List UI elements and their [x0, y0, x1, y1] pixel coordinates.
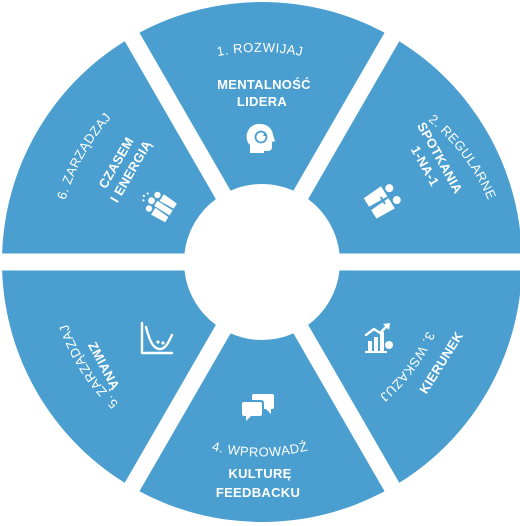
segment-1-mentality: 1. ROZWIJAJ MENTALNOŚĆ LIDERA — [215, 40, 311, 153]
segment-4-bold-line-2: FEEDBACKU — [216, 485, 300, 500]
two-people-icon — [363, 184, 401, 219]
segment-1-bold-line-2: LIDERA — [237, 94, 287, 109]
wheel-segment-2 — [308, 41, 520, 254]
wheel-segment-4 — [139, 333, 385, 523]
wheel-segment-5 — [2, 270, 216, 483]
head-refresh-icon — [246, 123, 275, 153]
segment-4-title: 4. WPROWADŹ — [211, 439, 310, 460]
segment-1-bold-line-1: MENTALNOŚĆ — [217, 77, 311, 92]
segment-4-bold-line-1: KULTURĘ — [228, 466, 291, 481]
segment-4-feedback: 4. WPROWADŹ KULTURĘ FEEDBACKU — [211, 394, 310, 500]
chat-bubbles-icon — [242, 394, 274, 421]
wheel-segment-3 — [308, 270, 520, 483]
wheel-segment-1 — [139, 1, 385, 191]
segment-1-title: 1. ROZWIJAJ — [215, 40, 304, 59]
team-energy-icon — [142, 191, 177, 223]
growth-chart-icon — [364, 323, 393, 353]
change-curve-icon — [140, 321, 174, 355]
